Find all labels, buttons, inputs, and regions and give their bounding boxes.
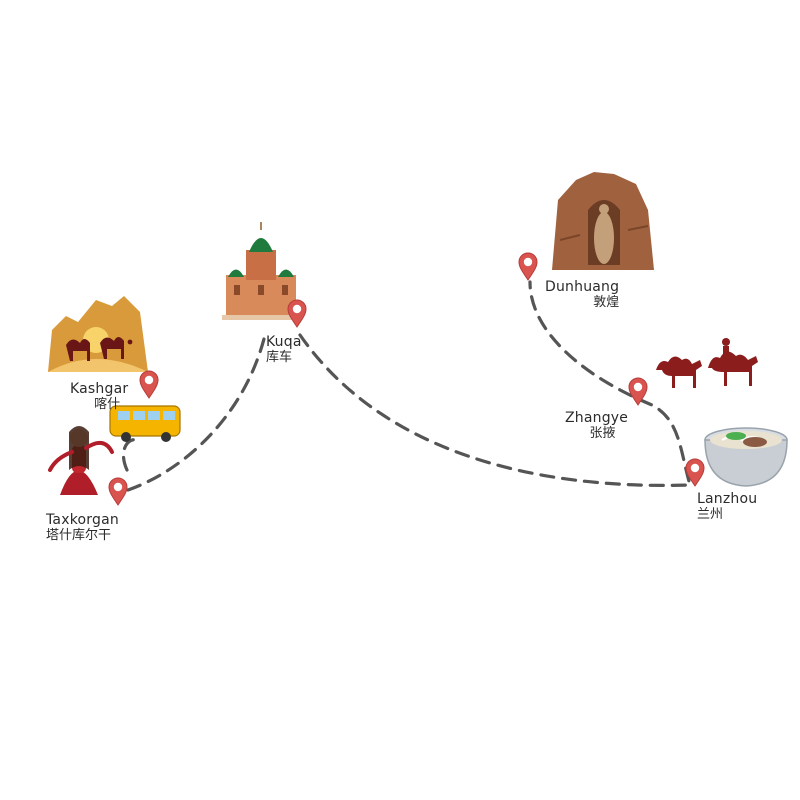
tour-bus-icon — [109, 405, 181, 442]
label-zhangye-zh: 张掖 — [589, 426, 616, 441]
map-pin-dunhuang[interactable] — [518, 252, 538, 281]
label-dunhuang-zh: 敦煌 — [593, 295, 620, 310]
route-path — [121, 280, 693, 492]
map-pin-kashgar[interactable] — [139, 370, 159, 399]
label-dunhuang-en: Dunhuang — [545, 279, 620, 295]
label-kuqa-zh: 库车 — [266, 350, 293, 365]
label-kashgar: Kashgar 喀什 — [70, 381, 128, 413]
onion-dome-mosque-icon — [222, 222, 300, 320]
beef-noodle-bowl-icon — [704, 427, 788, 487]
buddha-grotto-icon — [552, 172, 654, 270]
label-zhangye-en: Zhangye — [565, 410, 629, 426]
map-pin-kuqa[interactable] — [287, 299, 307, 328]
label-dunhuang: Dunhuang 敦煌 — [545, 279, 619, 311]
label-zhangye: Zhangye 张掖 — [565, 410, 628, 442]
label-taxkorgan: Taxkorgan 塔什库尔干 — [46, 512, 119, 544]
label-taxkorgan-en: Taxkorgan — [46, 512, 119, 528]
map-pin-taxkorgan[interactable] — [108, 477, 128, 506]
label-kuqa: Kuqa 库车 — [266, 334, 302, 366]
label-kashgar-zh: 喀什 — [94, 397, 121, 412]
label-taxkorgan-zh: 塔什库尔干 — [46, 528, 112, 543]
label-lanzhou: Lanzhou 兰州 — [697, 491, 757, 523]
desert-camel-caravan-icon — [48, 296, 148, 372]
label-lanzhou-zh: 兰州 — [697, 507, 724, 522]
dancing-girl-icon — [48, 426, 114, 495]
label-lanzhou-en: Lanzhou — [697, 491, 758, 507]
camels-with-rider-icon — [656, 338, 758, 388]
label-kashgar-en: Kashgar — [70, 381, 129, 397]
label-kuqa-en: Kuqa — [266, 334, 302, 350]
